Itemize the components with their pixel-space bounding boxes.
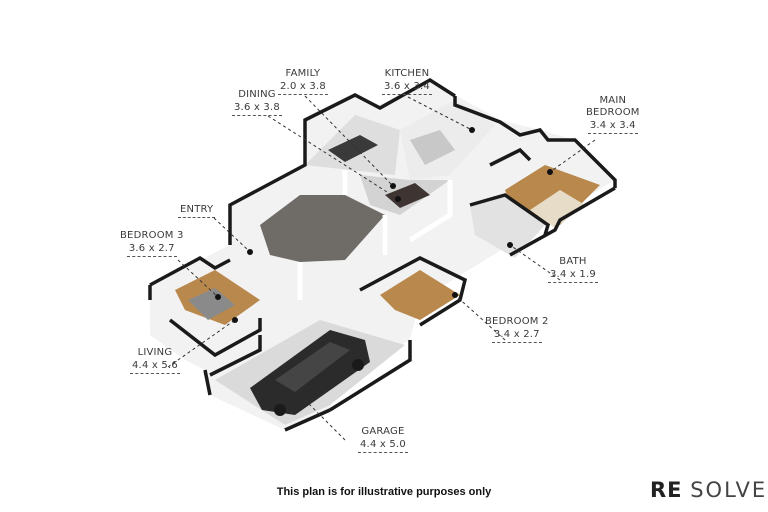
disclaimer-text: This plan is for illustrative purposes o… <box>276 486 492 498</box>
room-name: KITCHEN <box>384 68 430 79</box>
room-name: BEDROOM 3 <box>120 230 184 241</box>
partition-walls <box>297 170 453 300</box>
main-bed-icon <box>530 190 585 228</box>
room-dimensions: 4.4 x 5.0 <box>358 439 408 453</box>
room-name: DINING <box>238 89 276 100</box>
room-anchor-dots <box>215 127 553 323</box>
room-dimensions: 3.6 x 2.7 <box>126 243 177 257</box>
room-name: ENTRY <box>178 204 216 218</box>
living-carpet <box>260 195 385 262</box>
kitchen-island <box>410 130 455 165</box>
room-label-garage: GARAGE 4.4 x 5.0 <box>358 426 408 453</box>
logo-solve: SOLVE <box>690 478 768 502</box>
room-label-main-bedroom: MAIN BEDROOM 3.4 x 3.4 <box>586 95 640 134</box>
room-label-kitchen: KITCHEN 3.6 x 3.4 <box>382 68 432 95</box>
room-dimensions: 4.4 x 5.6 <box>130 360 180 374</box>
bath-floor <box>470 195 545 258</box>
bedroom2-floor <box>380 270 460 320</box>
room-name: BATH <box>559 256 587 267</box>
room-dimensions: 3.4 x 3.4 <box>587 120 638 134</box>
room-dimensions: 3.4 x 2.7 <box>491 329 542 343</box>
room-dimensions: 3.6 x 3.8 <box>232 102 282 116</box>
room-name: LIVING <box>137 347 173 358</box>
dining-table-icon <box>385 183 430 208</box>
room-label-dining: DINING 3.6 x 3.8 <box>232 89 282 116</box>
leader-lines <box>167 95 596 441</box>
room-label-family: FAMILY 2.0 x 3.8 <box>278 68 328 95</box>
logo-re: RE <box>650 478 683 502</box>
bedroom3-bed <box>188 288 235 320</box>
room-dimensions: 3.4 x 1.9 <box>548 269 598 283</box>
room-name: FAMILY <box>285 68 321 79</box>
room-name: BEDROOM 2 <box>485 316 549 327</box>
car-icon <box>250 330 370 416</box>
walls <box>148 77 617 432</box>
room-name-line1: MAIN <box>599 95 627 106</box>
room-label-entry: ENTRY <box>178 203 216 218</box>
room-name-line2: BEDROOM <box>586 107 640 118</box>
room-label-bedroom2: BEDROOM 2 3.4 x 2.7 <box>485 316 549 343</box>
room-label-bedroom3: BEDROOM 3 3.6 x 2.7 <box>120 230 184 257</box>
room-label-living: LIVING 4.4 x 5.6 <box>130 347 180 374</box>
room-name: GARAGE <box>361 426 405 437</box>
room-label-bath: BATH 3.4 x 1.9 <box>548 256 598 283</box>
room-dimensions: 2.0 x 3.8 <box>278 81 328 95</box>
room-dimensions: 3.6 x 3.4 <box>382 81 432 95</box>
brand-logo: RE SOLVE <box>650 478 767 502</box>
sofa-icon <box>328 135 378 162</box>
